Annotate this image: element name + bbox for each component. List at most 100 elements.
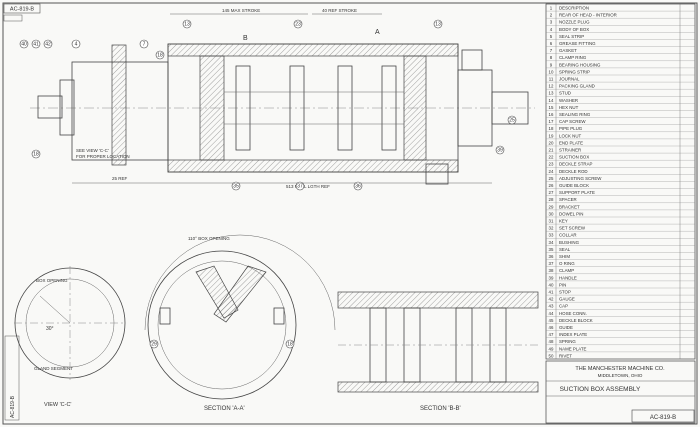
parts-list-description: SET SCREW xyxy=(559,226,586,231)
svg-text:18: 18 xyxy=(157,52,163,58)
parts-list-item-number: 16 xyxy=(549,112,554,117)
main-elevation-view: 145 MAX STROKE 40 REF STROKE 513 ROLL LG… xyxy=(30,8,535,189)
parts-list-item-number: 25 xyxy=(549,176,554,181)
callout-balloon: 4 xyxy=(71,39,81,49)
parts-list-row: 1 DESCRIPTION xyxy=(546,6,695,12)
parts-list-description: HEX NUT xyxy=(559,105,579,110)
svg-text:110° BOX OPENING: 110° BOX OPENING xyxy=(188,236,230,241)
callout-balloon: 18 xyxy=(285,339,295,349)
callout-balloon: 35 xyxy=(231,181,241,191)
parts-list-description: COLLAR xyxy=(559,233,577,238)
parts-list-item-number: 43 xyxy=(549,304,554,309)
svg-text:35: 35 xyxy=(233,183,239,189)
parts-list-item-number: 45 xyxy=(549,318,554,323)
parts-list-item-number: 30 xyxy=(549,211,554,216)
parts-list-item-number: 6 xyxy=(550,41,553,46)
section-marker-b: B xyxy=(243,35,248,42)
parts-list-description: CAP SCREW xyxy=(559,119,586,124)
parts-list-description: NOZZLE PLUG xyxy=(559,20,590,25)
parts-list-item-number: 48 xyxy=(549,339,554,344)
parts-list-item-number: 26 xyxy=(549,183,554,188)
section-bb: SECTION 'B-B' xyxy=(337,291,539,412)
parts-list-description: SHIM xyxy=(559,254,570,259)
parts-list-item-number: 33 xyxy=(549,233,554,238)
svg-text:BOX OPENING: BOX OPENING xyxy=(36,278,68,283)
drawing-number: AC-819-B xyxy=(650,415,676,421)
parts-list-description: CLAMP RING xyxy=(559,55,587,60)
parts-list-description: SPACER xyxy=(559,197,577,202)
parts-list-item-number: 20 xyxy=(549,140,554,145)
parts-list-description: SPRING xyxy=(559,339,576,344)
callout-balloon: 37 xyxy=(295,181,305,191)
parts-list-row: 37 O RING xyxy=(546,261,695,267)
parts-list-row: 25 ADJUSTING SCREW xyxy=(546,176,695,182)
callout-balloon: 18 xyxy=(31,149,41,159)
view-cc: BOX OPENING 30° GLAND SEGMENT VIEW 'C-C' xyxy=(14,266,126,408)
svg-text:SECTION 'A-A': SECTION 'A-A' xyxy=(204,406,245,412)
parts-list-item-number: 10 xyxy=(549,69,554,74)
parts-list-description: GAUGE xyxy=(559,297,575,302)
svg-text:25: 25 xyxy=(509,117,515,123)
parts-list-item-number: 49 xyxy=(549,346,554,351)
parts-list-description: SUCTION BOX xyxy=(559,155,589,160)
parts-list-description: STOP xyxy=(559,290,571,295)
parts-list-description: DECKLE ROD xyxy=(559,169,588,174)
parts-list-item-number: 8 xyxy=(550,55,553,60)
parts-list-item-number: 18 xyxy=(549,126,554,131)
parts-list-item-number: 19 xyxy=(549,133,554,138)
svg-text:13: 13 xyxy=(184,21,190,27)
callout-balloon: 41 xyxy=(31,39,41,49)
parts-list-description: DESCRIPTION xyxy=(559,6,589,11)
parts-list-description: DECKLE STRAP xyxy=(559,162,592,167)
parts-list-item-number: 27 xyxy=(549,190,554,195)
parts-list-description: LOCK NUT xyxy=(559,133,582,138)
svg-text:39: 39 xyxy=(497,147,503,153)
parts-list-row: 19 LOCK NUT xyxy=(546,133,695,140)
section-marker-a: A xyxy=(375,29,380,36)
svg-text:40 REF STROKE: 40 REF STROKE xyxy=(322,8,357,13)
parts-list-description: JOURNAL xyxy=(559,77,580,82)
parts-list-item-number: 41 xyxy=(549,290,554,295)
parts-list-item-number: 46 xyxy=(549,325,554,330)
svg-text:SEE VIEW 'C-C': SEE VIEW 'C-C' xyxy=(76,148,109,153)
parts-list-description: ADJUSTING SCREW xyxy=(559,176,602,181)
parts-list-description: STRAINER xyxy=(559,148,581,153)
parts-list-item-number: 9 xyxy=(550,62,553,67)
svg-text:GLAND SEGMENT: GLAND SEGMENT xyxy=(34,366,73,371)
parts-list-item-number: 12 xyxy=(549,84,554,89)
parts-list-description: END PLATE xyxy=(559,140,583,145)
parts-list-item-number: 1 xyxy=(550,6,553,11)
parts-list-item-number: 37 xyxy=(549,261,554,266)
parts-list-item-number: 7 xyxy=(550,48,553,53)
parts-list-description: HOSE CONN. xyxy=(559,311,587,316)
parts-list-description: CAP xyxy=(559,304,568,309)
parts-list-description: HANDLE xyxy=(559,275,577,280)
parts-list-item-number: 40 xyxy=(549,282,554,287)
parts-list-description: INDEX PLATE xyxy=(559,332,587,337)
drawing-stamp: AC-819-B xyxy=(3,3,41,22)
parts-list-description: O RING xyxy=(559,261,575,266)
svg-text:THE MANCHESTER MACHINE CO.: THE MANCHESTER MACHINE CO. xyxy=(575,366,665,372)
parts-list-description: NAME PLATE xyxy=(559,346,587,351)
callout-balloon: 29 xyxy=(149,339,159,349)
svg-text:18: 18 xyxy=(287,341,293,347)
svg-text:VIEW 'C-C': VIEW 'C-C' xyxy=(44,402,71,408)
